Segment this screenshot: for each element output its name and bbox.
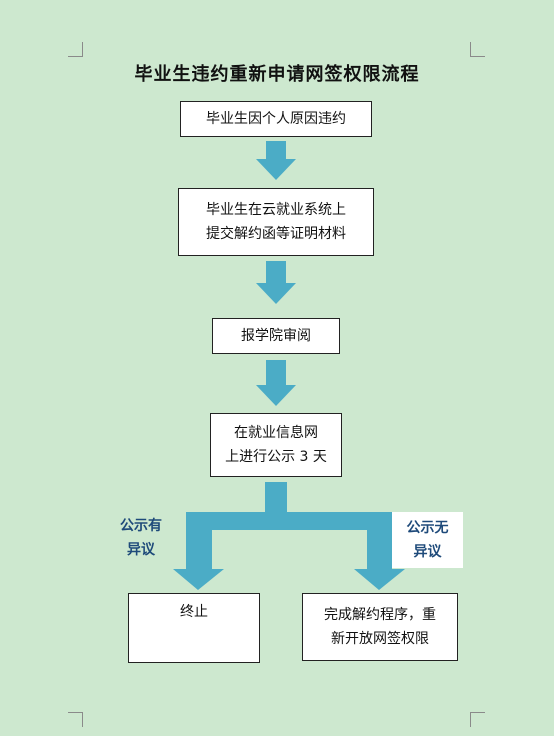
step-notice-line-2: 上进行公示 3 天 [225,449,327,465]
corner-mark-bl [68,712,83,727]
corner-mark-br [470,712,485,727]
corner-mark-tr [470,42,485,57]
step-notice-line-1: 在就业信息网 [234,425,318,441]
end-reopen-line-1: 完成解约程序，重 [324,607,436,623]
branch-left-line-2: 异议 [127,542,155,558]
step-college-review: 报学院审阅 [212,318,340,354]
branch-right-line-2: 异议 [413,544,442,560]
end-reopen-signing: 完成解约程序，重 新开放网签权限 [302,593,458,661]
branch-connector [173,482,405,590]
arrow-down-2 [256,261,296,304]
step-submit-line-2: 提交解约函等证明材料 [206,226,346,242]
end-terminate: 终止 [128,593,260,663]
step-violation-text: 毕业生因个人原因违约 [206,111,346,127]
arrow-down-1 [256,141,296,180]
step-violation: 毕业生因个人原因违约 [180,101,372,137]
arrow-down-3 [256,360,296,406]
branch-right-line-1: 公示无 [406,520,449,536]
end-reopen-line-2: 新开放网签权限 [331,631,429,647]
page-title: 毕业生违约重新申请网签权限流程 [134,64,420,85]
branch-label-objection: 公示有 异议 [110,514,172,562]
branch-label-no-objection: 公示无 异议 [392,512,463,568]
step-review-text: 报学院审阅 [241,328,311,344]
step-submit-materials: 毕业生在云就业系统上 提交解约函等证明材料 [178,188,374,256]
end-terminate-text: 终止 [180,604,208,620]
step-submit-line-1: 毕业生在云就业系统上 [206,202,346,218]
step-public-notice: 在就业信息网 上进行公示 3 天 [210,413,342,477]
corner-mark-tl [68,42,83,57]
branch-left-line-1: 公示有 [120,518,162,534]
